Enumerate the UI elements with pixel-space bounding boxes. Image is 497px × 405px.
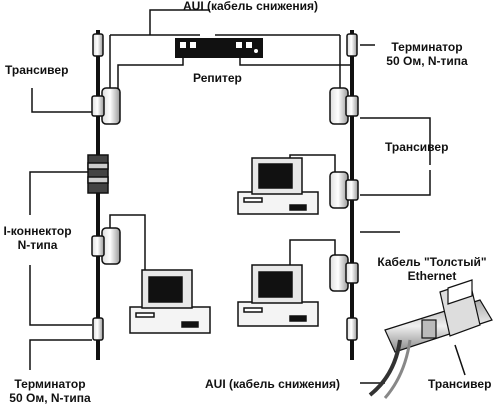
thick-cable-label-line2: Ethernet — [407, 269, 457, 283]
i-connector-icon — [87, 154, 109, 194]
transceiver-label-left: Трансивер — [5, 63, 69, 77]
terminator-label-left: Терминатор 50 Ом, N-типа — [2, 377, 98, 405]
transceiver-icon — [91, 87, 359, 292]
transceiver-label-right: Трансивер — [385, 140, 449, 154]
drop-cables — [29, 9, 466, 384]
repeater-icon — [175, 38, 263, 58]
transceiver-label-bottom: Трансивер — [428, 377, 492, 391]
terminator-label-right-line2: 50 Ом, N-типа — [386, 54, 468, 68]
terminator-label-right-line1: Терминатор — [391, 40, 463, 54]
repeater-label: Репитер — [193, 71, 242, 85]
aui-label-top: AUI (кабель снижения) — [183, 0, 319, 13]
i-connector-label: I-коннектор N-типа — [0, 224, 75, 252]
terminator-label-left-line2: 50 Ом, N-типа — [9, 391, 91, 405]
terminator-icon — [92, 33, 358, 341]
terminator-label-left-line1: Терминатор — [14, 377, 86, 391]
aui-label-bottom: AUI (кабель снижения) — [205, 377, 341, 391]
thick-cable-label-line1: Кабель "Толстый" — [377, 255, 487, 269]
terminator-label-right: Терминатор 50 Ом, N-типа — [372, 40, 482, 68]
computer-icon — [129, 157, 319, 334]
i-connector-label-line1: I-коннектор — [3, 224, 72, 238]
i-connector-label-line2: N-типа — [17, 238, 58, 252]
cable-closeup-icon — [368, 279, 493, 399]
thick-cable-label: Кабель "Толстый" Ethernet — [372, 255, 492, 283]
